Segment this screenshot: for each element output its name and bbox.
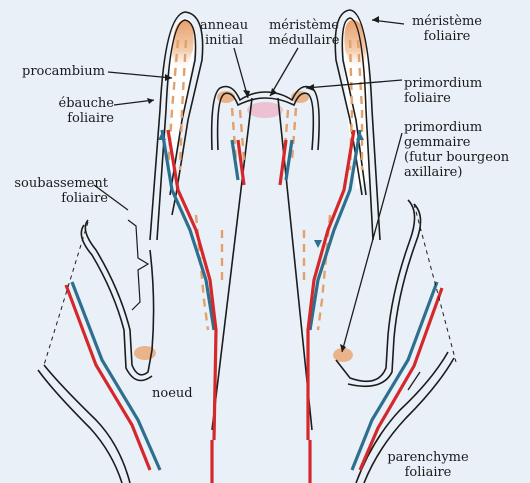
label-parenchyme-foliaire: parenchyme foliaire	[378, 450, 478, 480]
label-meristeme-medullaire: méristème médullaire	[264, 18, 344, 48]
label-line: primordium	[404, 76, 483, 91]
label-anneau-initial: anneau initial	[194, 18, 254, 48]
label-meristeme-foliaire: méristème foliaire	[404, 14, 490, 44]
label-line: foliaire	[423, 29, 471, 44]
label-line: parenchyme	[387, 450, 469, 465]
right-bud-primordium	[333, 348, 353, 362]
label-soubassement-foliaire: soubassement foliaire	[4, 176, 108, 206]
label-line: foliaire	[404, 465, 452, 480]
label-line: gemmaire	[404, 135, 471, 150]
label-line: méristème	[411, 14, 482, 29]
label-primordium-foliaire: primordium foliaire	[404, 76, 482, 106]
strand-arrowheads	[158, 132, 364, 248]
xylem-strands	[64, 129, 444, 483]
medullary-meristem-zone	[247, 102, 283, 118]
phloem-strands	[70, 129, 439, 471]
label-line: axillaire)	[404, 165, 463, 180]
label-procambium: procambium	[22, 64, 105, 79]
label-line: foliaire	[67, 111, 114, 126]
label-line: médullaire	[268, 33, 340, 48]
label-primordium-gemmaire: primordium gemmaire (futur bourgeon axil…	[404, 120, 509, 180]
leaf-base-guides	[43, 203, 457, 366]
label-line: foliaire	[61, 191, 108, 206]
label-line: primordium	[404, 120, 483, 135]
soubassement-bracket	[127, 219, 150, 311]
leader-lines	[93, 19, 421, 391]
label-ebauche-foliaire: ébauche foliaire	[48, 96, 115, 126]
label-line: ébauche	[58, 96, 115, 111]
label-line: anneau	[199, 18, 249, 33]
label-line: méristème	[268, 18, 339, 33]
label-line: initial	[205, 33, 243, 48]
label-line: foliaire	[404, 91, 451, 106]
label-noeud: noeud	[152, 386, 193, 401]
leader-arrowheads	[147, 16, 379, 352]
label-line: (futur bourgeon	[404, 150, 510, 165]
label-line: soubassement	[14, 176, 108, 191]
